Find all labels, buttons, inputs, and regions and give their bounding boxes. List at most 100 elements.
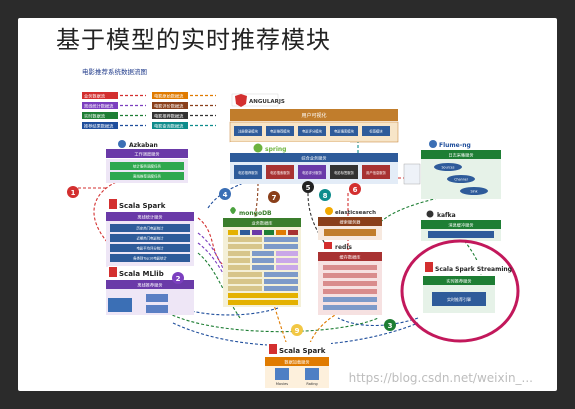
log-file-icon — [403, 163, 421, 185]
flume-icon — [429, 140, 437, 148]
svg-text:电影推荐数据流: 电影推荐数据流 — [154, 113, 184, 120]
step-badge: 5 — [302, 181, 314, 193]
frontend-module: 电影搜索模块 — [330, 126, 358, 136]
azkaban-job: 统计服务调度任务 — [110, 162, 184, 170]
svg-text:1: 1 — [71, 189, 76, 197]
svg-text:Scala Spark: Scala Spark — [279, 347, 326, 355]
svg-text:实时数据流: 实时数据流 — [84, 113, 106, 120]
scala-icon — [269, 344, 277, 354]
mllib-panel: Scala MLlib 离线推荐服务 — [106, 266, 196, 315]
svg-text:消息缓冲服务: 消息缓冲服务 — [448, 222, 474, 229]
svg-text:电影推荐服务: 电影推荐服务 — [238, 170, 258, 175]
step-badge: 3 — [384, 319, 396, 331]
flume-item: Sink — [460, 187, 488, 195]
svg-text:8: 8 — [323, 192, 328, 200]
model-item — [146, 294, 168, 302]
step-badge: 8 — [319, 189, 331, 201]
spark-stat-panel: Scala Spark 离线统计服务 历史热门电影统计 近期热门电影统计 电影平… — [106, 198, 196, 267]
watermark: https://blog.csdn.net/weixin_... — [348, 371, 533, 385]
svg-text:用户可视化: 用户可视化 — [301, 112, 326, 119]
stat-item: 各类别Top10电影统计 — [110, 254, 190, 262]
step-badge: 7 — [268, 191, 280, 203]
legend: 业务数据流 离线统计数据流 实时数据流 推荐结果数据流 电影原始数据流 — [82, 92, 216, 130]
svg-text:ANGULARJS: ANGULARJS — [249, 99, 285, 105]
spring-panel: spring 综合业务服务 电影推荐服务 电影搜索服务 电影评分服务 电影标签服… — [230, 142, 421, 185]
frontend-module: 电影评分模块 — [298, 126, 326, 136]
scala-icon — [425, 262, 433, 272]
svg-text:日志采集服务: 日志采集服务 — [448, 152, 474, 159]
svg-text:5: 5 — [306, 184, 311, 192]
svg-text:Movies: Movies — [276, 382, 288, 386]
flume-item: Sources — [434, 163, 462, 171]
legend-item: 电影查询数据流 — [152, 122, 216, 130]
angularjs-logo: ANGULARJS — [231, 93, 285, 107]
svg-text:3: 3 — [388, 322, 393, 330]
svg-text:历史热门电影统计: 历史热门电影统计 — [136, 226, 164, 231]
stat-item: 历史热门电影统计 — [110, 224, 190, 232]
svg-text:离线推荐服务: 离线推荐服务 — [137, 282, 163, 289]
file-icon: Rating — [305, 368, 319, 386]
svg-text:用户信息服务: 用户信息服务 — [366, 170, 386, 175]
azkaban-icon — [118, 140, 126, 148]
legend-item: 电影推荐数据流 — [152, 112, 216, 120]
svg-text:搜索服务器: 搜索服务器 — [340, 219, 362, 226]
highlight-ellipse — [400, 239, 520, 343]
svg-text:电影推荐模块: 电影推荐模块 — [270, 129, 290, 134]
svg-text:近期热门电影统计: 近期热门电影统计 — [136, 236, 164, 241]
svg-text:Azkaban: Azkaban — [129, 142, 158, 149]
streaming-panel: Scala Spark Streaming 实时推荐服务 实时推荐引擎 — [400, 239, 520, 343]
slide-title: 基于模型的实时推荐模块 — [56, 26, 331, 54]
spring-module: 电影评分服务 — [298, 165, 326, 179]
svg-text:离线统计数据流: 离线统计数据流 — [84, 103, 114, 110]
mongodb-icon — [230, 207, 236, 214]
svg-text:Flume-ng: Flume-ng — [439, 142, 471, 149]
svg-text:4: 4 — [223, 191, 228, 199]
svg-text:业务数据库: 业务数据库 — [252, 220, 273, 227]
legend-item: 电影原始数据流 — [152, 92, 216, 100]
svg-text:7: 7 — [272, 194, 277, 202]
svg-text:Sink: Sink — [470, 190, 477, 194]
svg-text:实时推荐引擎: 实时推荐引擎 — [447, 296, 471, 302]
svg-text:数据加载服务: 数据加载服务 — [284, 359, 310, 366]
svg-text:2: 2 — [176, 275, 181, 283]
data-loader-panel: Scala Spark 数据加载服务 Movies Rating — [265, 342, 331, 388]
svg-text:mongoDB: mongoDB — [239, 210, 272, 217]
model-box — [108, 298, 132, 312]
svg-text:统计服务调度任务: 统计服务调度任务 — [133, 164, 161, 169]
svg-text:离线统计服务: 离线统计服务 — [137, 214, 163, 221]
kafka-panel: kafka 消息缓冲服务 — [421, 210, 501, 241]
svg-text:Sources: Sources — [441, 166, 454, 170]
svg-text:Scala MLlib: Scala MLlib — [119, 270, 164, 278]
scala-icon — [109, 267, 117, 277]
svg-text:kafka: kafka — [437, 212, 456, 219]
svg-text:推荐结果数据流: 推荐结果数据流 — [84, 123, 114, 130]
spring-icon — [253, 143, 263, 153]
step-badges: 1 2 3 4 5 6 7 8 9 — [67, 181, 396, 336]
svg-text:缓存数据库: 缓存数据库 — [340, 254, 361, 261]
svg-text:综合业务服务: 综合业务服务 — [301, 155, 327, 162]
svg-text:电影平均评分统计: 电影平均评分统计 — [136, 246, 164, 251]
svg-text:9: 9 — [295, 327, 300, 335]
flume-panel: Flume-ng 日志采集服务 Sources Channel Sink — [421, 140, 501, 199]
svg-text:elasticsearch: elasticsearch — [335, 210, 376, 216]
step-badge: 2 — [172, 272, 184, 284]
mongodb-panel: mongoDB 业务数据库 — [223, 207, 301, 307]
svg-text:电影原始数据流: 电影原始数据流 — [154, 93, 184, 100]
svg-text:Scala Spark Streaming: Scala Spark Streaming — [435, 266, 512, 273]
svg-text:注册登录模块: 注册登录模块 — [238, 129, 258, 134]
legend-item: 离线统计数据流 — [82, 102, 146, 110]
svg-text:业务数据流: 业务数据流 — [84, 93, 106, 100]
svg-text:离线推荐调度任务: 离线推荐调度任务 — [133, 174, 161, 179]
svg-text:spring: spring — [265, 146, 286, 153]
svg-text:6: 6 — [353, 186, 358, 194]
legend-item: 实时数据流 — [82, 112, 146, 120]
svg-text:电影查询数据流: 电影查询数据流 — [154, 123, 184, 130]
svg-text:电影评分服务: 电影评分服务 — [302, 170, 322, 175]
elasticsearch-icon — [325, 207, 333, 215]
redis-icon — [324, 242, 332, 249]
realtime-engine-box — [432, 292, 486, 306]
svg-text:Scala Spark: Scala Spark — [119, 202, 166, 210]
model-item — [146, 305, 168, 313]
svg-text:Rating: Rating — [306, 382, 317, 386]
svg-text:工作调度服务: 工作调度服务 — [134, 151, 160, 158]
